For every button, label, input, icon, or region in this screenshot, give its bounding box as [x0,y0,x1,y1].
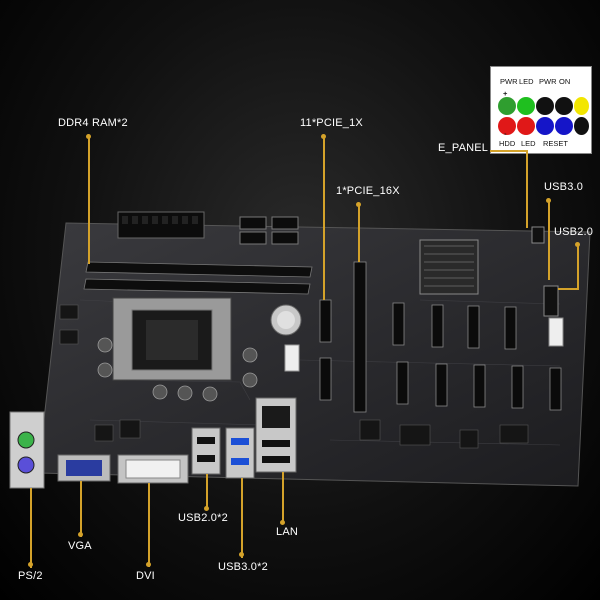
callout-epanel [526,152,528,228]
cpu-socket [112,297,232,381]
callout-ddr4 [88,136,90,264]
pin-led [517,97,535,115]
label-usb20x2: USB2.0*2 [178,512,228,524]
label-pcie16x: 1*PCIE_16X [336,185,400,197]
e-panel-legend: PWR LED PWR ON + - HDD LED RESET [490,66,592,154]
panel-reset-label: RESET [543,139,569,148]
pcie16x-slot [353,261,367,413]
pin-hdd-plus [498,117,516,135]
pin-reset-a [536,117,554,135]
callout-vga [80,481,82,537]
callout-usb30-dot [546,198,551,203]
label-usb20-top: USB2.0 [554,226,594,238]
panel-minus: - [504,129,507,138]
callout-pcie16x [358,204,360,262]
callout-pcie1x [323,136,325,300]
ddr4-slots [83,261,313,295]
panel-hdd-label: HDD [499,139,516,148]
label-vga: VGA [68,540,92,552]
panel-led-label: LED [519,77,534,86]
panel-plus: + [503,89,508,98]
pin-hdd-led [517,117,535,135]
label-pcie1x: 11*PCIE_1X [300,117,363,129]
panel-led2-label: LED [521,139,536,148]
label-usb30x2: USB3.0*2 [218,561,268,573]
callout-usb30x2 [241,478,243,558]
pin-pwr-led-plus [498,97,516,115]
label-lan: LAN [276,526,298,538]
callout-usb20x2-dot [204,506,209,511]
callout-usb20x2 [206,474,208,510]
callout-dvi [148,483,150,567]
callout-dvi-dot [146,562,151,567]
pin-blank [574,117,589,135]
callout-lan-dot [280,520,285,525]
label-usb30-top: USB3.0 [544,181,584,193]
label-epanel: E_PANEL [438,142,489,154]
callout-usb30-top [548,200,550,280]
label-ddr4: DDR4 RAM*2 [58,117,128,129]
atx-power [117,211,205,239]
callout-ps2-dot [28,562,33,567]
callout-lan [282,472,284,524]
callout-epanel-h [490,150,528,152]
pin-key [574,97,589,115]
label-ps2: PS/2 [18,570,43,582]
callout-usb20-top [577,244,579,290]
io-ports [9,397,297,489]
panel-pwr-label: PWR [539,77,557,86]
callout-pcie16x-dot [356,202,361,207]
chipset-heatsink [419,239,479,295]
panel-pwr-led-label: PWR [500,77,518,86]
pin-pwr [536,97,554,115]
callout-vga-dot [78,532,83,537]
pcie1x-slots [319,299,562,411]
callout-usb20-top-h [558,288,579,290]
callout-pcie1x-dot [321,134,326,139]
pin-reset-b [555,117,573,135]
label-dvi: DVI [136,570,155,582]
callout-ddr4-dot [86,134,91,139]
pin-on [555,97,573,115]
callout-usb20-dot [575,242,580,247]
callout-ps2 [30,488,32,568]
panel-on-label: ON [559,77,571,86]
callout-usb30x2-dot [239,552,244,557]
